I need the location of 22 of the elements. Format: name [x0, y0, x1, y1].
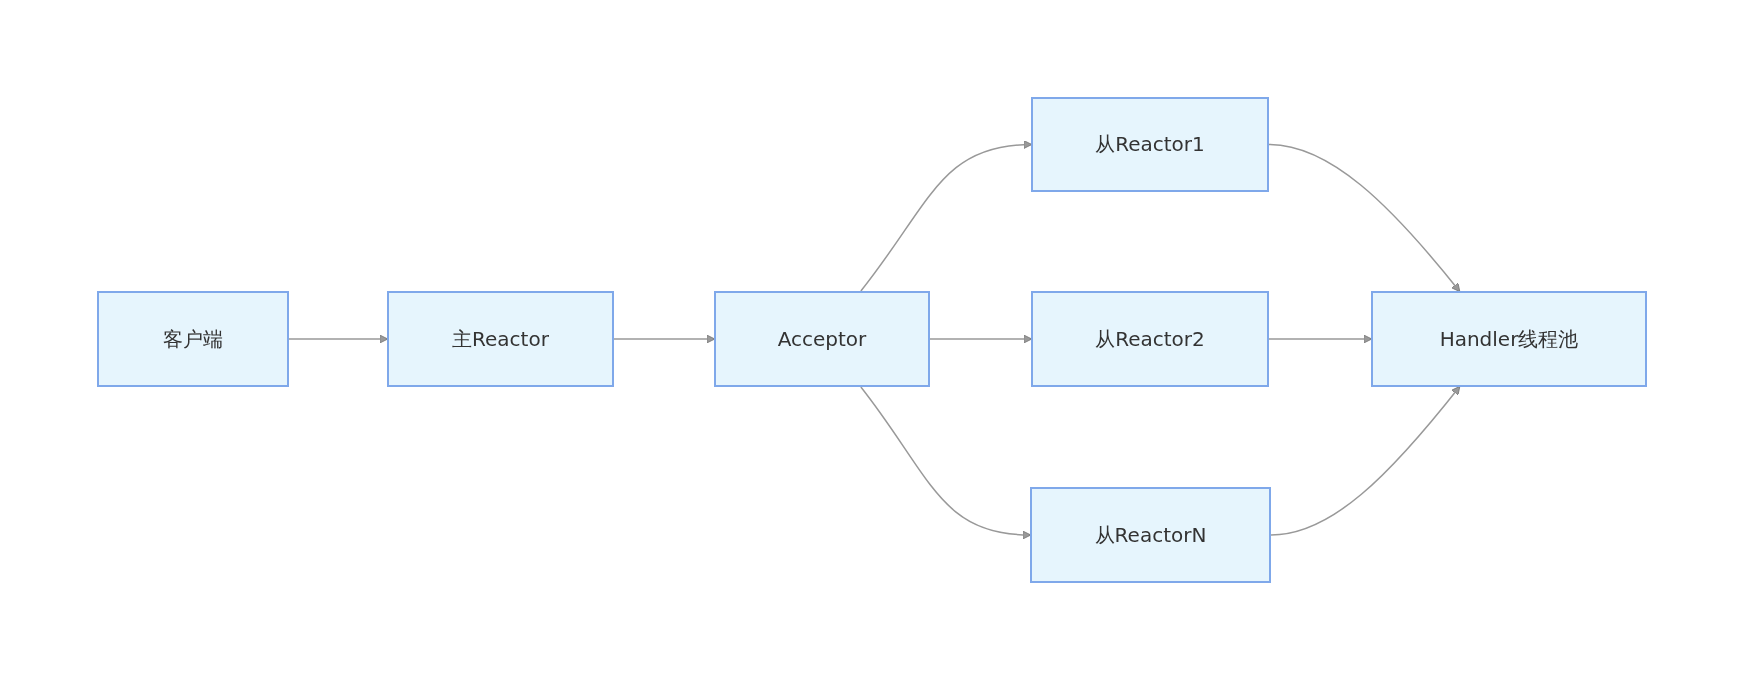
- node-label: 从Reactor1: [1095, 131, 1205, 158]
- process-box: [1031, 97, 1269, 192]
- arrow: [860, 386, 1032, 539]
- arrow: [1268, 143, 1461, 292]
- process-box: [714, 291, 930, 387]
- process-box: [1030, 487, 1271, 583]
- process-box: [1031, 291, 1269, 387]
- node-label: 从ReactorN: [1094, 521, 1207, 549]
- process-box: [1371, 291, 1647, 387]
- node-label: Acceptor: [777, 327, 867, 351]
- arrow: [1270, 386, 1461, 536]
- node-label: 客户端: [163, 325, 223, 353]
- node-label: 从Reactor2: [1095, 325, 1205, 353]
- process-box: [387, 291, 614, 387]
- arrow: [613, 334, 716, 344]
- arrow: [929, 334, 1033, 344]
- node-label: 主Reactor: [452, 325, 549, 353]
- arrow: [860, 140, 1033, 292]
- arrow: [288, 334, 389, 344]
- arrow: [1268, 334, 1373, 344]
- node-label: Handler线程池: [1439, 325, 1579, 353]
- process-box: [97, 291, 289, 387]
